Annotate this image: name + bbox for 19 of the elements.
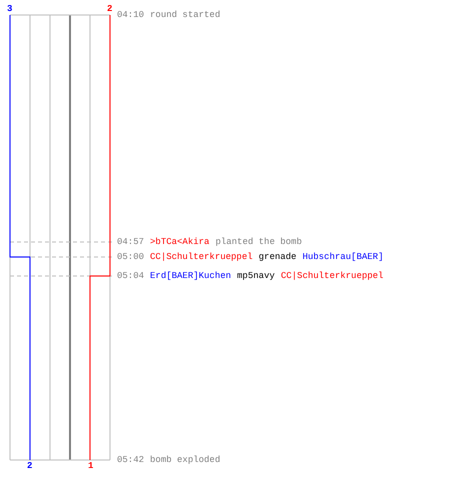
event-text: round started [150, 10, 220, 20]
player-count: 2 [107, 4, 112, 14]
player-name: CC|Schulterkrueppel [280, 271, 384, 281]
timestamp: 04:10 [117, 10, 144, 20]
player-count: 3 [7, 4, 12, 14]
timestamp: 04:57 [117, 237, 144, 247]
player-count: 2 [27, 461, 32, 471]
timestamp: 05:42 [117, 455, 144, 465]
player-name: >bTCa<Akira [150, 237, 210, 247]
player-name: Hubschrau[BAER] [302, 252, 384, 262]
weapon-name: mp5navy [237, 271, 275, 281]
event-text: planted the bomb [215, 237, 302, 247]
player-name: CC|Schulterkrueppel [150, 252, 253, 262]
timestamp: 05:04 [117, 271, 144, 281]
player-name: Erd[BAER]Kuchen [150, 271, 232, 281]
weapon-name: grenade [258, 252, 296, 262]
player-count: 1 [88, 461, 94, 471]
event-text: bomb exploded [150, 455, 220, 465]
timestamp: 05:00 [117, 252, 144, 262]
